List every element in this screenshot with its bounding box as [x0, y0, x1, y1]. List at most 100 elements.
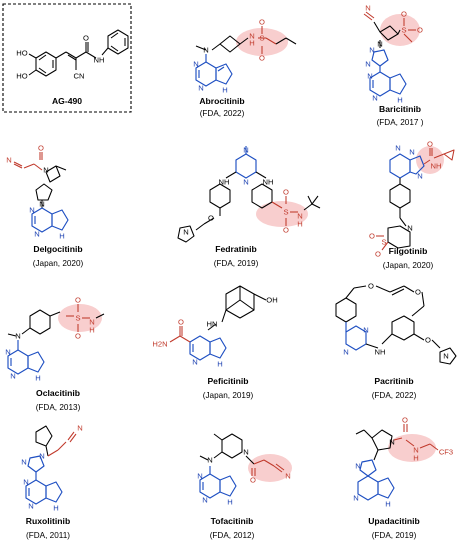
approval-fedratinib: (FDA, 2019) [214, 259, 259, 268]
name-ruxolitinib: Ruxolitinib [26, 516, 70, 526]
upa-o: O [402, 416, 408, 425]
fedra-nh-2: NH [263, 178, 274, 187]
abro-n-methyl: N [203, 46, 208, 55]
upa-nh: H [385, 500, 390, 509]
pacri-o-1: O [368, 282, 374, 291]
approval-baricitinib: (FDA, 2017 ) [377, 118, 424, 127]
approval-delgocitinib: (Japan, 2020) [33, 259, 84, 268]
structure-ruxolitinib: N N N N N H Ruxolitinib (FDA, 2011) [21, 424, 82, 541]
tofa-o: O [250, 476, 256, 485]
ocla-n: N [89, 318, 94, 327]
filgo-s: S [381, 238, 386, 247]
tofa-n-methyl: N [207, 456, 212, 465]
structure-fedratinib: N N NH NH O N S O O N H Fedratinib (FDA,… [177, 146, 321, 268]
structure-ag490: HO HO O NH CN AG-490 [2, 3, 132, 113]
abro-o-1: O [259, 18, 265, 27]
bari-n-pz2: N [365, 60, 370, 69]
ocla-n-methyl: N [15, 332, 20, 341]
pacri-n-pyrrolidine: N [443, 352, 448, 361]
abro-nh: H [222, 86, 227, 95]
approval-tofacitinib: (FDA, 2012) [210, 531, 255, 540]
delgo-n-azetidine: N [43, 166, 48, 175]
fedra-h: H [297, 220, 302, 229]
bari-n-azetidine: N [377, 40, 382, 49]
filgo-n-2: N [409, 148, 414, 157]
approval-oclacitinib: (FDA, 2013) [36, 403, 81, 412]
fedra-nh-1: NH [219, 178, 230, 187]
ocla-s: S [75, 314, 80, 323]
bari-n-pz1: N [369, 46, 374, 55]
upa-n-2: N [353, 494, 358, 503]
upa-n: N [413, 446, 418, 455]
fedra-o-2: O [283, 226, 289, 235]
pacri-n-1: N [363, 326, 368, 335]
structure-upadacitinib: N O N H CF3 N N H Upadacitinib (FDA, 201… [353, 416, 453, 541]
structure-oclacitinib: S O O N H N N N H Oclacitinib (FDA, 2013… [5, 296, 105, 412]
name-peficitinib: Peficitinib [207, 376, 248, 386]
delgo-o: O [38, 144, 44, 153]
pefi-nh: H [217, 360, 222, 369]
delgo-nh: H [59, 232, 64, 241]
pacri-o-2: O [415, 288, 421, 297]
ocla-n-2: N [10, 372, 15, 381]
structure-tofacitinib: N N O N N N H Tofacitinib (FDA, 2012) [197, 433, 292, 540]
ruxo-n-nitrile: N [77, 424, 82, 433]
pefi-hn: HN [207, 320, 218, 329]
pacri-o-3: O [425, 336, 431, 345]
abro-n-1: N [193, 60, 198, 69]
structure-filgotinib: N N N O NH N S O O Filgotinib (Japan, 20… [369, 140, 455, 270]
pacri-n-2: N [343, 348, 348, 357]
name-tofacitinib: Tofacitinib [211, 516, 254, 526]
bari-o-2: O [417, 26, 423, 35]
structure-pacritinib: O O O N N N NH Pacritinib (FDA, 2022) [335, 282, 457, 400]
pacri-nh: NH [375, 348, 386, 357]
name-abrocitinib: Abrocitinib [199, 96, 244, 106]
ocla-o-1: O [75, 296, 81, 305]
bari-n-4: N [372, 94, 377, 103]
filgo-n-thiomorpholine: N [407, 224, 412, 233]
abro-h: H [249, 39, 254, 48]
tofa-n-nitrile: N [285, 472, 290, 481]
ocla-n-1: N [5, 348, 10, 357]
filgo-o-2: O [375, 250, 381, 259]
abro-n-2: N [198, 84, 203, 93]
structure-delgocitinib: N O N N N N H Delgocitinib (Japan, 2020) [6, 144, 83, 269]
structure-peficitinib: OH HN O H2N N H Peficitinib (Japan, 2019… [152, 285, 278, 400]
pefi-o: O [178, 318, 184, 327]
fedra-n-1: N [243, 146, 248, 155]
tofa-nh: H [227, 498, 232, 507]
upa-n-imidazole: N [355, 462, 360, 471]
structure-abrocitinib: N N H S O O N N H Abrocitinib (FDA, 2022… [193, 18, 297, 118]
ruxo-nh: H [53, 504, 58, 513]
ag490-nh: NH [94, 56, 105, 65]
bari-s: S [401, 26, 406, 35]
tofa-n-piperidine: N [243, 448, 248, 457]
fedra-n-pyrrolidine: N [183, 228, 188, 237]
name-delgocitinib: Delgocitinib [33, 244, 82, 254]
fedra-o-1: O [283, 188, 289, 197]
approval-peficitinib: (Japan, 2019) [203, 391, 254, 400]
filgo-o: O [427, 140, 433, 149]
upa-n-pyrrolidine: N [389, 438, 394, 447]
name-fedratinib: Fedratinib [215, 244, 257, 254]
bari-n-3: N [367, 72, 372, 81]
approval-upadacitinib: (FDA, 2019) [372, 531, 417, 540]
fedra-n-2: N [243, 178, 248, 187]
fedra-s: S [283, 208, 288, 217]
name-pacritinib: Pacritinib [374, 376, 413, 386]
tofa-n-2: N [202, 496, 207, 505]
bari-nh: H [397, 96, 402, 105]
delgo-n-pyrrolidine: N [39, 200, 44, 209]
upa-cf3: CF3 [439, 448, 453, 457]
name-oclacitinib: Oclacitinib [36, 388, 80, 398]
delgo-n-1: N [29, 206, 34, 215]
approval-abrocitinib: (FDA, 2022) [200, 109, 245, 118]
pefi-oh: OH [266, 296, 277, 305]
tofa-n-1: N [197, 472, 202, 481]
structure-baricitinib: N N S O O N N N N H Baricitinib (FDA, 20… [363, 4, 424, 127]
ag490-o: O [83, 34, 89, 43]
bari-o-1: O [401, 10, 407, 19]
filgo-n-3: N [417, 172, 422, 181]
abro-n: N [249, 32, 254, 41]
